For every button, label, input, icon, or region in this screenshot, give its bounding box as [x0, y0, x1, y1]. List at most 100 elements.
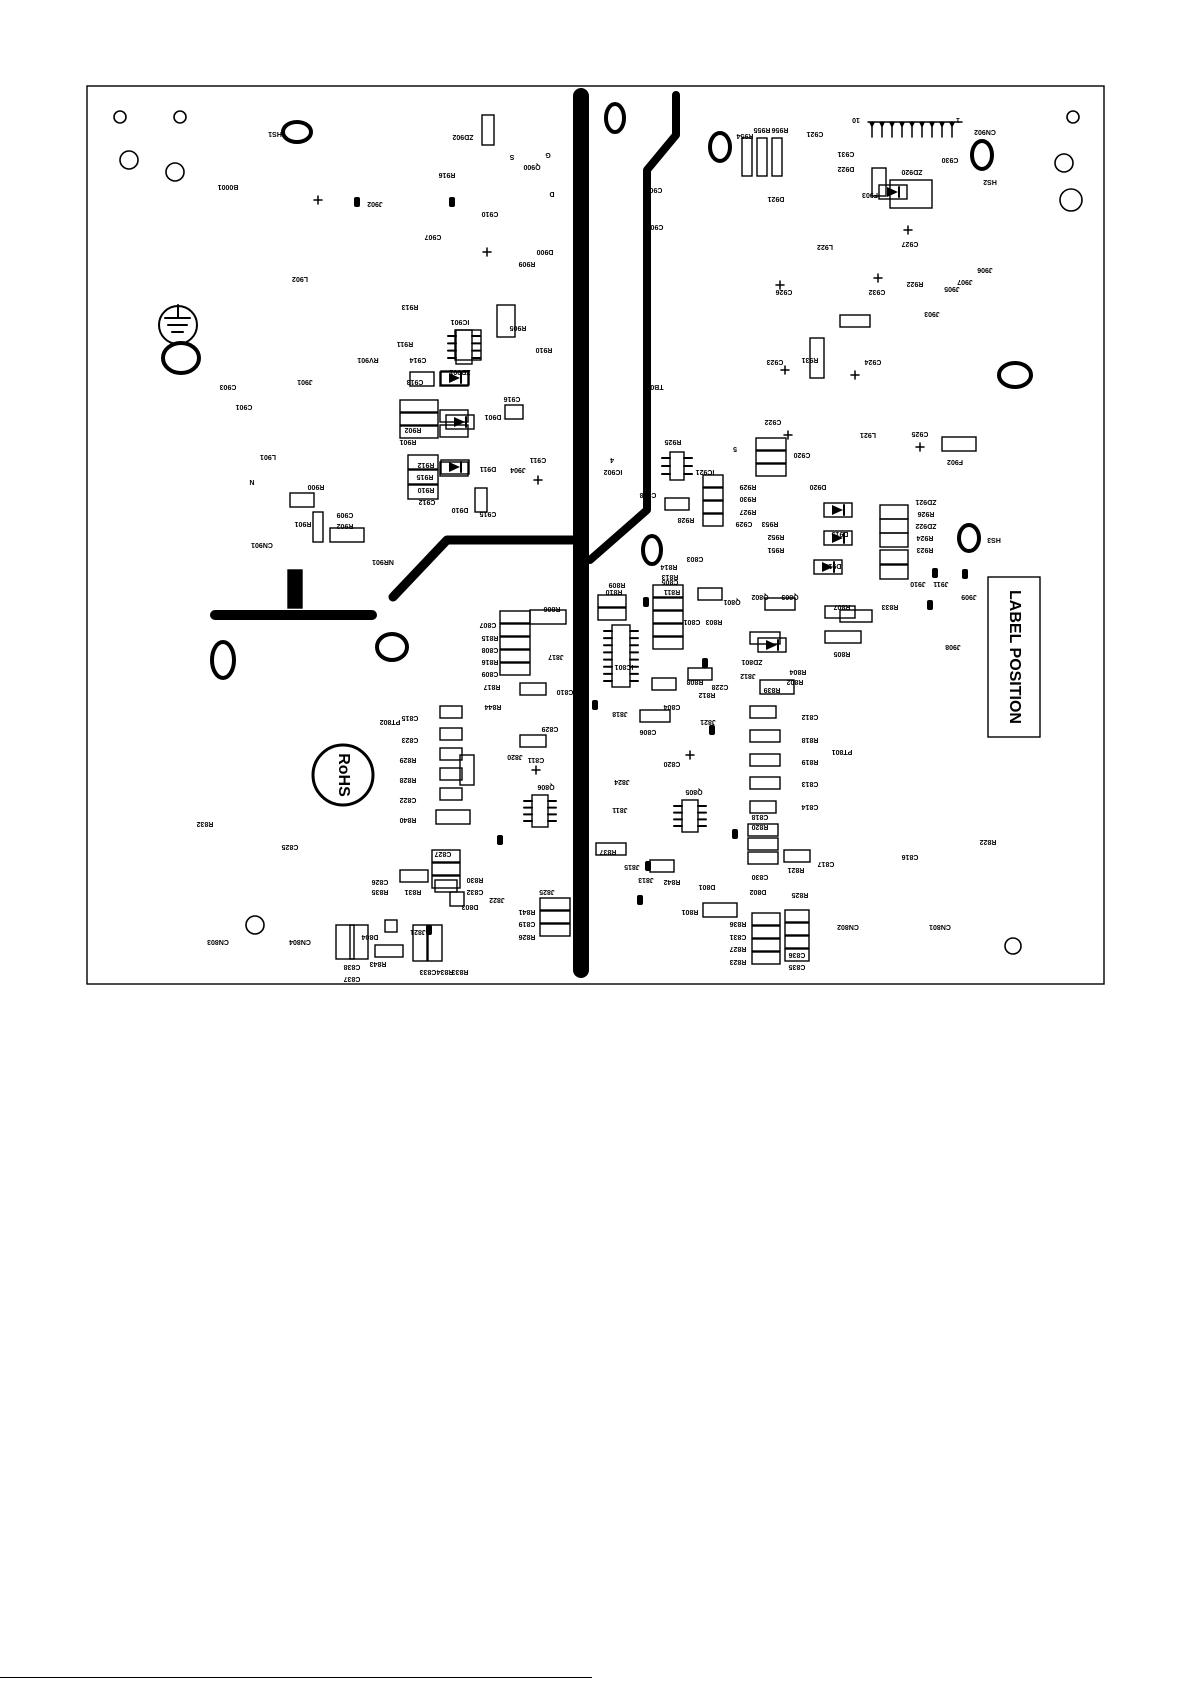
component-label-j821: J821	[700, 718, 716, 725]
component-label-c837: C837	[344, 975, 361, 982]
component-label-zd901: ZD901	[449, 368, 470, 375]
jumper-dot	[354, 197, 360, 207]
component-label-c809: C809	[482, 670, 499, 677]
component-label-g: G	[545, 151, 551, 158]
component-label-r826: R826	[519, 933, 536, 940]
component-label-ic921: IC921	[696, 468, 715, 475]
component-label-r821: R821	[788, 866, 805, 873]
diode-symbol-icon	[813, 559, 843, 575]
component-label-ic901: IC901	[451, 318, 470, 325]
component-label-hs3: HS3	[987, 536, 1001, 543]
connector-pin	[879, 122, 885, 128]
component-label-c914: C914	[410, 356, 427, 363]
component-label-r813: R813	[662, 573, 679, 580]
component-pad	[459, 754, 475, 786]
ic-q805	[681, 799, 699, 833]
component-pad	[747, 851, 779, 865]
component-label-j908: J908	[945, 643, 961, 650]
component-label-c810: C810	[557, 688, 574, 695]
component-label-f902: F902	[947, 458, 963, 465]
component-label-r831: R831	[405, 888, 422, 895]
component-label-r901: R901	[295, 520, 312, 527]
component-label-c930: C930	[942, 156, 959, 163]
component-label-j907: J907	[957, 278, 973, 285]
component-label-d901: D901	[485, 413, 502, 420]
component-label-j825: J825	[539, 888, 555, 895]
mounting-hole	[245, 915, 265, 935]
component-label-c825: C825	[282, 843, 299, 850]
component-label-r807: R807	[834, 603, 851, 610]
jumper-dot	[426, 925, 432, 935]
component-label-r901: R901	[400, 438, 417, 445]
jumper-dot	[645, 861, 651, 871]
component-label-c905: C905	[646, 186, 663, 193]
component-pad	[741, 137, 753, 177]
component-label-r955: R955	[754, 126, 771, 133]
component-pad	[687, 667, 713, 681]
component-pad	[539, 923, 571, 937]
component-label-d801: D801	[699, 883, 716, 890]
component-pad	[747, 837, 779, 851]
component-label-j903: J903	[924, 310, 940, 317]
component-label-c804: C804	[664, 703, 681, 710]
component-label-c833: C833	[420, 968, 437, 975]
component-pad	[335, 924, 355, 960]
component-label-r817: R817	[484, 683, 501, 690]
component-pad	[439, 727, 463, 741]
diode-symbol-icon	[454, 417, 465, 427]
component-label-cn902: CN902	[974, 128, 996, 135]
component-label-r922: R922	[907, 280, 924, 287]
component-pad	[652, 597, 684, 611]
component-label-r951: R951	[768, 546, 785, 553]
slot-hole	[161, 341, 201, 375]
connector-pin	[939, 122, 945, 128]
component-label-r833: R833	[882, 603, 899, 610]
component-label-j902: J902	[367, 200, 383, 207]
component-label-r828: R828	[400, 776, 417, 783]
component-label-q802: Q802	[751, 593, 768, 600]
component-pad	[399, 425, 439, 439]
component-label-r931: R931	[802, 356, 819, 363]
component-label-r902: R902	[405, 426, 422, 433]
component-label-r924: R924	[917, 534, 934, 541]
component-pad	[839, 314, 871, 328]
component-label-r803: R803	[706, 618, 723, 625]
component-label-n: N	[249, 478, 254, 485]
component-label-c921: C921	[807, 130, 824, 137]
component-pad	[751, 938, 781, 952]
component-pad	[809, 337, 825, 379]
component-label-r910: R910	[536, 346, 553, 353]
component-label-10: 10	[852, 116, 860, 123]
isolation-slot-left	[388, 535, 586, 602]
component-pad	[496, 304, 516, 338]
component-label-c826: C826	[372, 878, 389, 885]
component-pad	[407, 454, 439, 470]
component-pad	[749, 800, 777, 814]
component-pad	[439, 787, 463, 801]
component-label-r811: R811	[664, 588, 680, 595]
component-label-c907: C907	[425, 233, 442, 240]
ic-ic801	[611, 624, 631, 688]
ic-ic901	[455, 329, 473, 365]
component-pad	[749, 776, 781, 790]
mounting-hole	[1054, 153, 1074, 173]
component-pad	[747, 823, 779, 837]
component-label-zd922: ZD922	[915, 522, 936, 529]
component-label-j815: J815	[624, 863, 640, 870]
component-label-c913: C913	[407, 378, 424, 385]
component-pad	[784, 909, 810, 923]
diode-symbol-icon	[823, 530, 853, 546]
slot-hole	[708, 131, 732, 163]
component-pad	[755, 463, 787, 477]
component-label-r810: R810	[606, 588, 623, 595]
component-pad	[449, 891, 465, 907]
component-label-r839: R839	[764, 686, 781, 693]
component-label-r954: R954	[737, 132, 754, 139]
component-pad	[783, 849, 811, 863]
component-label-cn901: CN901	[251, 541, 273, 548]
component-label-pt801: PT801	[832, 748, 853, 755]
component-label-r822: R822	[980, 838, 997, 845]
component-pad	[702, 902, 738, 918]
component-label-cn801: CN801	[929, 923, 951, 930]
